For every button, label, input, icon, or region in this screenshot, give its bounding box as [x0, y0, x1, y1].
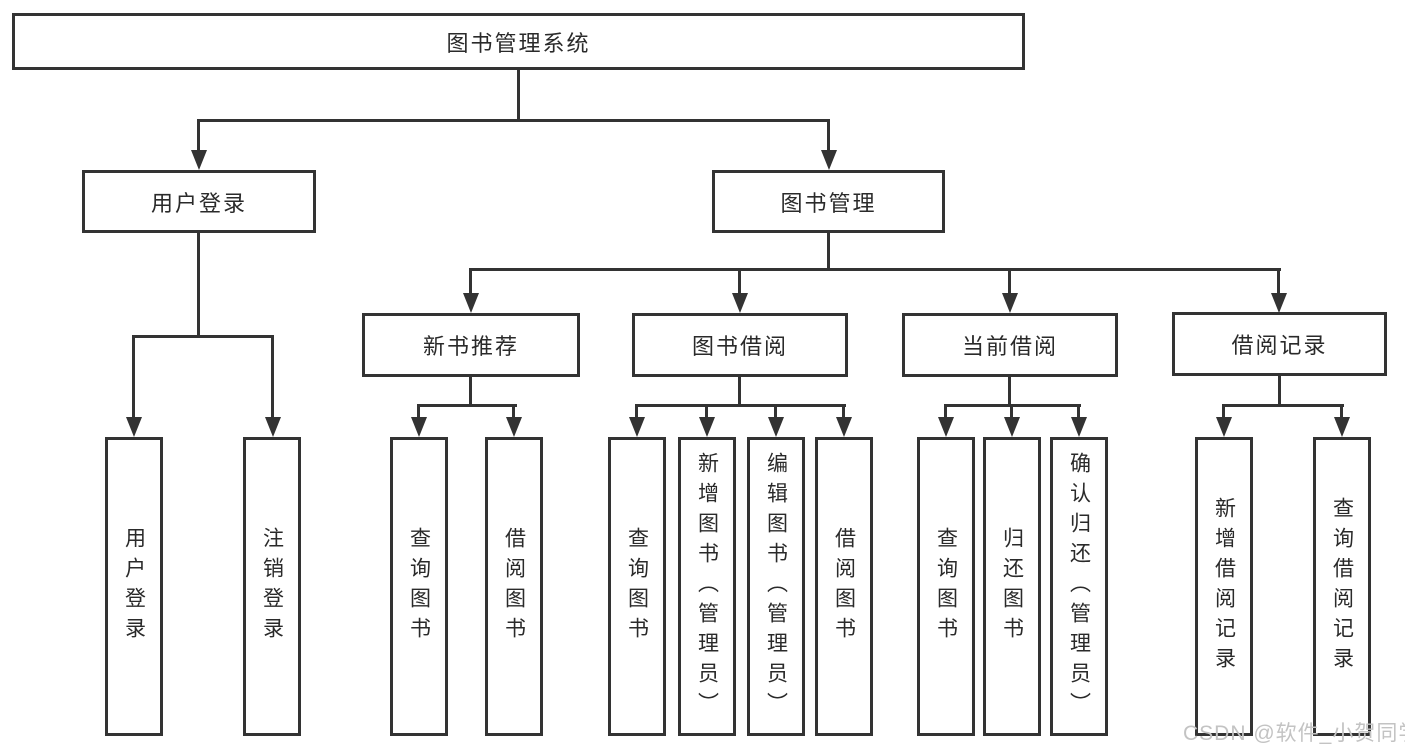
leaf-label: 确认归还（管理员） [1067, 451, 1091, 722]
connector-drop [635, 404, 638, 420]
connector-drop-new-book [469, 268, 472, 296]
connector-book-borrow-stem [738, 377, 741, 407]
connector-drop [774, 404, 777, 420]
leaf-label: 注销登录 [260, 526, 284, 647]
arrowhead [938, 417, 954, 437]
connector-book-borrow-hbar [635, 404, 846, 407]
arrowhead [1334, 417, 1350, 437]
connector-new-book-stem [469, 377, 472, 407]
connector-drop [512, 404, 515, 420]
leaf-edit-books-admin: 编辑图书（管理员） [747, 437, 805, 736]
leaf-query-books-newrec: 查询图书 [390, 437, 448, 736]
arrowhead-leaf-logout [265, 417, 281, 437]
node-new-book-rec: 新书推荐 [362, 313, 580, 377]
connector-drop [705, 404, 708, 420]
arrowhead [1216, 417, 1232, 437]
arrowhead-book-mgmt [821, 150, 837, 170]
connector-book-mgmt-stem [827, 233, 830, 270]
leaf-label: 用户登录 [122, 526, 146, 647]
arrowhead [506, 417, 522, 437]
connector-user-login-hbar [132, 335, 274, 338]
arrowhead [699, 417, 715, 437]
connector-drop [842, 404, 845, 420]
node-user-login: 用户登录 [82, 170, 316, 233]
leaf-borrow-books: 借阅图书 [815, 437, 873, 736]
connector-drop-book-mgmt [827, 119, 830, 152]
connector-drop [1010, 404, 1013, 420]
arrowhead [1004, 417, 1020, 437]
leaf-label: 借阅图书 [502, 526, 526, 647]
leaf-label: 新增借阅记录 [1212, 496, 1236, 677]
connector-drop-current-borrow [1008, 268, 1011, 296]
leaf-return-books: 归还图书 [983, 437, 1041, 736]
leaf-add-books-admin: 新增图书（管理员） [678, 437, 736, 736]
connector-drop-book-borrow [738, 268, 741, 296]
connector-root-stem [517, 70, 520, 121]
leaf-add-borrow-record: 新增借阅记录 [1195, 437, 1253, 736]
leaf-label: 查询借阅记录 [1330, 496, 1354, 677]
connector-drop [944, 404, 947, 420]
arrowhead [836, 417, 852, 437]
node-book-borrow: 图书借阅 [632, 313, 848, 377]
connector-drop [1077, 404, 1080, 420]
leaf-label: 归还图书 [1000, 526, 1024, 647]
arrowhead [768, 417, 784, 437]
connector-drop [1222, 404, 1225, 420]
arrowhead-book-borrow [732, 293, 748, 313]
arrowhead [629, 417, 645, 437]
leaf-label: 新增图书（管理员） [695, 451, 719, 722]
connector-drop-borrow-records [1277, 268, 1280, 296]
node-current-borrow: 当前借阅 [902, 313, 1118, 377]
csdn-watermark: CSDN @软件_小贺同学 [1183, 722, 1405, 745]
connector-borrow-records-stem [1278, 376, 1281, 407]
connector-book-mgmt-hbar [469, 268, 1281, 271]
node-book-mgmt: 图书管理 [712, 170, 945, 233]
connector-drop-leaf-login [132, 335, 135, 419]
node-borrow-records: 借阅记录 [1172, 312, 1387, 376]
arrowhead [411, 417, 427, 437]
leaf-label: 借阅图书 [832, 526, 856, 647]
connector-current-borrow-stem [1008, 377, 1011, 407]
leaf-label: 查询图书 [934, 526, 958, 647]
leaf-label: 查询图书 [625, 526, 649, 647]
leaf-label: 查询图书 [407, 526, 431, 647]
connector-drop-leaf-logout [271, 335, 274, 419]
leaf-confirm-return-admin: 确认归还（管理员） [1050, 437, 1108, 736]
leaf-user-login: 用户登录 [105, 437, 163, 736]
leaf-logout: 注销登录 [243, 437, 301, 736]
arrowhead [1071, 417, 1087, 437]
connector-drop [417, 404, 420, 420]
leaf-query-books-current: 查询图书 [917, 437, 975, 736]
leaf-query-books-borrow: 查询图书 [608, 437, 666, 736]
leaf-query-borrow-record: 查询借阅记录 [1313, 437, 1371, 736]
arrowhead-new-book [463, 293, 479, 313]
connector-drop [1340, 404, 1343, 420]
arrowhead-leaf-login [126, 417, 142, 437]
connector-new-book-hbar [417, 404, 517, 407]
connector-user-login-stem [197, 233, 200, 338]
node-root-system: 图书管理系统 [12, 13, 1025, 70]
connector-drop-user-login [197, 119, 200, 152]
arrowhead-borrow-records [1271, 293, 1287, 313]
arrowhead-user-login [191, 150, 207, 170]
connector-root-hbar [197, 119, 830, 122]
arrowhead-current-borrow [1002, 293, 1018, 313]
connector-borrow-records-hbar [1222, 404, 1344, 407]
leaf-label: 编辑图书（管理员） [764, 451, 788, 722]
leaf-borrow-books-newrec: 借阅图书 [485, 437, 543, 736]
